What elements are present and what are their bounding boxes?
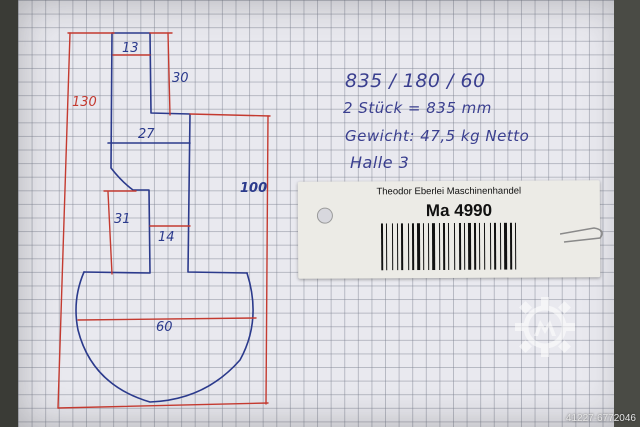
barcode-bar xyxy=(427,223,430,271)
note-dimensions: 835 / 180 / 60 xyxy=(345,70,486,92)
dim-neck-width-label: 27 xyxy=(138,127,155,142)
barcode-bar xyxy=(499,222,502,270)
tag-wire xyxy=(560,227,603,243)
note-hall: Halle 3 xyxy=(350,153,410,172)
barcode-bar xyxy=(453,222,456,270)
barcode-bar xyxy=(391,223,394,271)
tag-item-number: Ma 4990 xyxy=(425,200,493,221)
dimension-lines xyxy=(57,32,271,409)
barcode-bar xyxy=(431,223,436,271)
dim-total-height-label: 130 xyxy=(72,95,97,110)
dim-right-height-label: 100 xyxy=(240,181,267,196)
barcode-bar xyxy=(458,222,462,270)
tag-hole xyxy=(316,207,333,224)
barcode-bar xyxy=(447,223,450,271)
gear-wrench-icon xyxy=(515,297,575,357)
barcode-bar xyxy=(509,222,513,270)
barcode-bar xyxy=(438,223,441,271)
barcode-bar xyxy=(514,222,517,270)
image-id-label: 41227-6772046 xyxy=(565,413,636,424)
inventory-tag: Theodor Eberlei Maschinenhandel Ma 4990 xyxy=(297,180,601,279)
dim-stem-height-label: 30 xyxy=(172,71,189,86)
barcode-bar xyxy=(489,222,492,270)
dim-base-width-label: 60 xyxy=(156,320,173,335)
barcode-bar xyxy=(385,223,388,271)
barcode-bar xyxy=(467,222,472,270)
barcode-bar xyxy=(503,222,508,270)
barcode-bar xyxy=(483,222,486,270)
dimension-labels: 130 13 30 27 31 14 100 60 xyxy=(72,41,267,335)
barcode-bar xyxy=(473,222,477,270)
part-outline xyxy=(75,32,254,403)
barcode-bar xyxy=(463,222,466,270)
barcode xyxy=(380,222,517,271)
tag-company-name: Theodor Eberlei Maschinenhandel xyxy=(376,185,522,198)
note-weight: Gewicht: 47,5 kg Netto xyxy=(345,127,530,145)
barcode-bar xyxy=(407,223,410,271)
barcode-bar xyxy=(422,223,425,271)
barcode-bar xyxy=(416,223,421,271)
barcode-bar xyxy=(396,223,399,271)
dim-stem-width-label: 13 xyxy=(122,41,139,56)
note-quantity: 2 Stück = 835 mm xyxy=(343,99,492,117)
barcode-bar xyxy=(493,222,497,270)
barcode-bar xyxy=(442,223,446,271)
barcode-bar xyxy=(411,223,415,271)
sheet-right-shadow xyxy=(614,0,640,427)
barcode-bar xyxy=(478,222,481,270)
dim-lower-width-label: 14 xyxy=(158,230,175,245)
dim-lower-height-label: 31 xyxy=(114,212,131,227)
barcode-bar xyxy=(380,223,384,271)
barcode-bar xyxy=(400,223,404,271)
